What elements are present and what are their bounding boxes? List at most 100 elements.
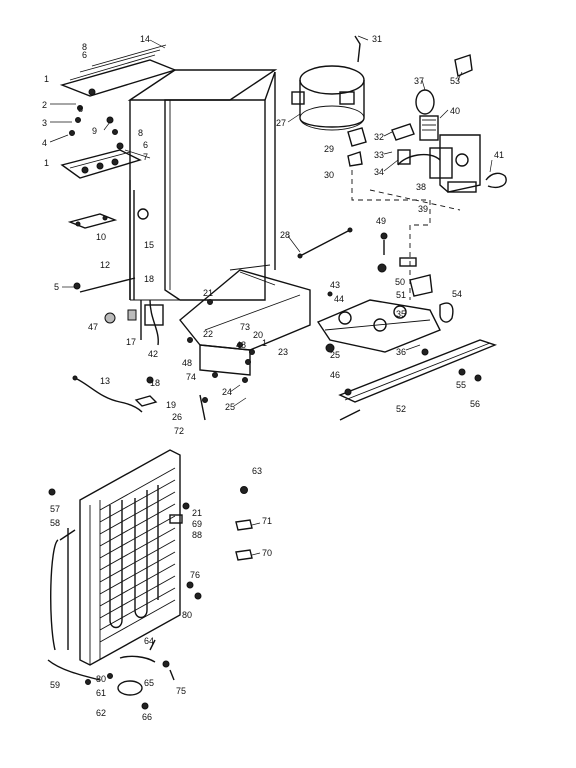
callout-label: 2: [42, 100, 47, 110]
callout-label: 51: [396, 290, 406, 300]
callout-label: 21: [192, 508, 202, 518]
screws-55-56: [458, 368, 482, 382]
callout-label: 65: [144, 678, 154, 688]
compressor-mount-parts: [347, 127, 367, 167]
callout-label: 4: [42, 138, 47, 148]
callout-label: 20: [253, 330, 263, 340]
bracket-10: [67, 213, 118, 229]
callout-label: 8: [82, 42, 87, 52]
evaporator-coil: [50, 449, 181, 666]
hinge-bracket-assembly: [59, 44, 178, 179]
callout-label: 15: [144, 240, 154, 250]
callout-label: 38: [416, 182, 426, 192]
callout-label: 21: [203, 288, 213, 298]
callout-label: 35: [396, 309, 406, 319]
callout-label: 37: [414, 76, 424, 86]
callout-label: 62: [96, 708, 106, 718]
callout-label: 40: [450, 106, 460, 116]
callout-label: 88: [192, 530, 202, 540]
wiring-harness-dashed: [351, 170, 431, 300]
callout-label: 8: [78, 104, 83, 114]
compressor-27: [291, 35, 365, 131]
callout-label: 39: [418, 204, 428, 214]
callout-label: 44: [334, 294, 344, 304]
callout-label: 72: [174, 426, 184, 436]
defrost-wire-13: [72, 375, 143, 413]
callout-label: 56: [470, 399, 480, 409]
refrigerator-cabinet: [127, 69, 278, 301]
drain-parts: [127, 208, 164, 346]
callout-label: 18: [150, 378, 160, 388]
callout-label: 41: [494, 150, 504, 160]
callout-label: 31: [372, 34, 382, 44]
bracket-19: [134, 376, 158, 407]
callout-label: 10: [96, 232, 106, 242]
callout-label: 52: [396, 404, 406, 414]
callout-label: 25: [225, 402, 235, 412]
callout-label: 14: [140, 34, 150, 44]
callout-label: 7: [143, 152, 148, 162]
callout-label: 25: [330, 350, 340, 360]
callout-label: 24: [222, 387, 232, 397]
callout-label: 61: [96, 688, 106, 698]
condenser-tube-28: [297, 227, 353, 259]
callout-label: 8: [138, 128, 143, 138]
callout-label: 36: [396, 347, 406, 357]
callout-label: 6: [82, 50, 87, 60]
callout-label: 71: [262, 516, 272, 526]
callout-label: 6: [143, 140, 148, 150]
tube-assembly-12: [73, 180, 136, 324]
callout-label: 22: [203, 329, 213, 339]
callout-label: 80: [96, 674, 106, 684]
callout-label: 23: [278, 347, 288, 357]
evaporator-hardware: [47, 488, 202, 685]
callout-label: 54: [452, 289, 462, 299]
callout-label: 30: [324, 170, 334, 180]
callout-label: 58: [50, 518, 60, 528]
callout-labels: 8 6 14 1 2 3 4 1 9 8 6 7 8 10 15 12 18 5…: [42, 34, 504, 722]
rail-52: [338, 339, 498, 421]
callout-label: 43: [330, 280, 340, 290]
callout-label: 32: [374, 132, 384, 142]
callout-label: 29: [324, 144, 334, 154]
callout-label: 33: [374, 150, 384, 160]
callout-label: 76: [190, 570, 200, 580]
callout-label: 12: [100, 260, 110, 270]
screws-lower-left: [187, 299, 255, 421]
callout-label: 55: [456, 380, 466, 390]
callout-label: 49: [376, 216, 386, 226]
relay-overload-assembly: [391, 54, 507, 193]
callout-label: 53: [450, 76, 460, 86]
callout-label: 1: [44, 74, 49, 84]
callout-label: 64: [144, 636, 154, 646]
callout-label: 47: [88, 322, 98, 332]
callout-label: 46: [330, 370, 340, 380]
callout-label: 1: [44, 158, 49, 168]
callout-label: 73: [240, 322, 250, 332]
defrost-thermostat-62: [117, 680, 149, 710]
callout-label: 70: [262, 548, 272, 558]
callout-label: 1: [262, 338, 267, 348]
callout-label: 27: [276, 118, 286, 128]
callout-label: 17: [126, 337, 136, 347]
callout-label: 28: [280, 230, 290, 240]
leader-lines: [49, 35, 493, 556]
callout-label: 3: [42, 118, 47, 128]
callout-label: 74: [186, 372, 196, 382]
machine-compartment-cover: [179, 264, 311, 376]
callout-label: 18: [144, 274, 154, 284]
valve-parts-49-51: [377, 232, 433, 297]
callout-label: 42: [148, 349, 158, 359]
callout-label: 5: [54, 282, 59, 292]
callout-label: 69: [192, 519, 202, 529]
callout-label: 9: [92, 126, 97, 136]
callout-label: 59: [50, 680, 60, 690]
loose-clips: [235, 486, 253, 561]
callout-label: 50: [395, 277, 405, 287]
bracket-54: [439, 302, 454, 323]
callout-label: 48: [182, 358, 192, 368]
callout-label: 57: [50, 504, 60, 514]
callout-label: 66: [142, 712, 152, 722]
callout-label: 75: [176, 686, 186, 696]
